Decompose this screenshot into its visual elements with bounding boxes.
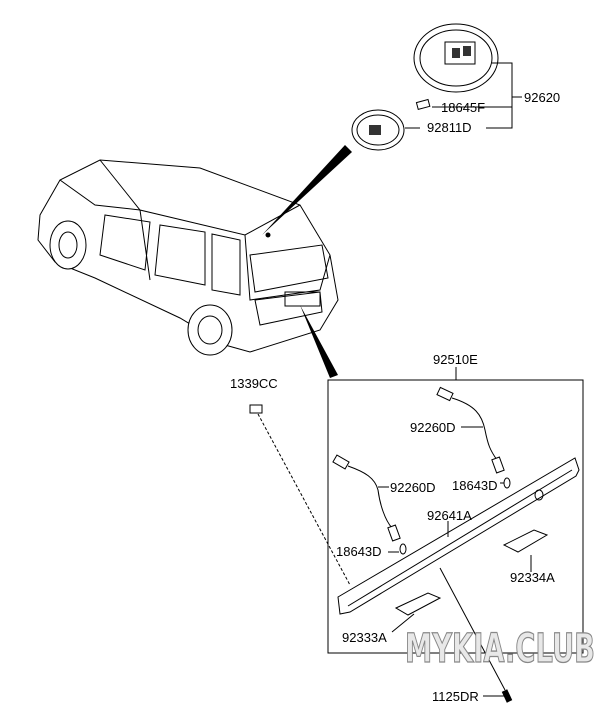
wiring-harness-upper	[436, 386, 511, 489]
watermark: MYKIA.CLUB	[405, 626, 595, 672]
pointer-wedge-upper	[262, 145, 352, 235]
vehicle-illustration	[37, 159, 339, 356]
callout-1125DR: 1125DR	[432, 689, 479, 704]
garnish-part	[337, 457, 580, 615]
callout-92811D: 92811D	[427, 120, 472, 135]
callout-92620: 92620	[524, 90, 560, 105]
callout-92334A: 92334A	[510, 570, 555, 585]
callout-18643D-right: 18643D	[452, 478, 498, 493]
license-lamp-left	[394, 592, 442, 616]
callout-1339CC: 1339CC	[230, 376, 278, 391]
pointer-wedge-lower	[300, 305, 338, 378]
room-lamp-assembly	[413, 23, 499, 93]
callout-92333A: 92333A	[342, 630, 387, 645]
callout-92260D-upper: 92260D	[410, 420, 456, 435]
callout-92510E: 92510E	[433, 352, 478, 367]
license-lamp-right	[502, 529, 549, 553]
callout-92260D-lower: 92260D	[390, 480, 436, 495]
clip-icon	[249, 404, 263, 414]
callout-18645F: 18645F	[441, 100, 485, 115]
bulb-icon	[415, 98, 431, 111]
callout-18643D-left: 18643D	[336, 544, 382, 559]
wiring-harness-lower	[332, 454, 407, 555]
lens-part	[351, 109, 405, 151]
callout-92641A: 92641A	[427, 508, 472, 523]
screw-icon	[501, 689, 513, 703]
